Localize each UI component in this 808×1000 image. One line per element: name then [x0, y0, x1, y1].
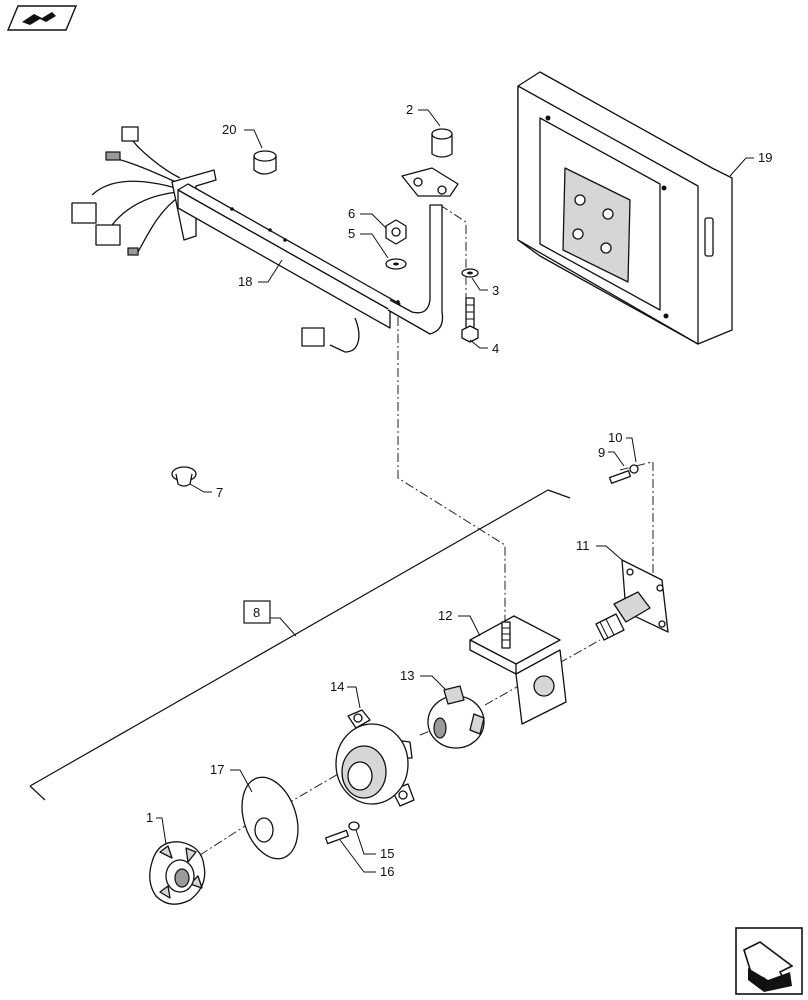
flange-bearing	[335, 709, 415, 807]
spacer	[431, 128, 453, 158]
group-8-bracket	[29, 489, 571, 801]
callout-1[interactable]: 1	[146, 810, 153, 825]
hex-bolt	[461, 297, 479, 343]
callout-20[interactable]: 20	[222, 122, 236, 137]
washer-upper	[385, 258, 407, 270]
callout-18[interactable]: 18	[238, 274, 252, 289]
callout-19[interactable]: 19	[758, 150, 772, 165]
callout-11[interactable]: 11	[576, 538, 590, 553]
callout-5[interactable]: 5	[348, 226, 355, 241]
cover-disc	[241, 776, 299, 860]
callout-7[interactable]: 7	[216, 485, 223, 500]
callout-3[interactable]: 3	[492, 283, 499, 298]
wiring-harness	[71, 126, 360, 353]
display-monitor	[517, 71, 733, 345]
cap	[253, 150, 277, 175]
l-bracket	[469, 615, 567, 725]
mounting-arm	[171, 167, 459, 335]
assembly-centerlines	[199, 204, 654, 856]
callout-4[interactable]: 4	[492, 341, 499, 356]
callout-13[interactable]: 13	[400, 668, 414, 683]
callout-9[interactable]: 9	[598, 445, 605, 460]
callout-17[interactable]: 17	[210, 762, 224, 777]
callout-12[interactable]: 12	[438, 608, 452, 623]
callout-10[interactable]: 10	[608, 430, 622, 445]
callout-15[interactable]: 15	[380, 846, 394, 861]
callout-6[interactable]: 6	[348, 206, 355, 221]
grommet	[171, 466, 197, 487]
callout-8-box	[243, 600, 271, 624]
washer-lower	[461, 268, 479, 278]
next-page-arrow-icon[interactable]	[735, 927, 803, 995]
leader-lines	[156, 109, 754, 873]
mounting-plate	[595, 559, 669, 641]
callout-2[interactable]: 2	[406, 102, 413, 117]
callout-labels: 20 2 6 5 3 4 18 19 7 9 10 11 12 13 14 17…	[146, 102, 772, 879]
adjustment-knob	[149, 841, 206, 905]
callout-8[interactable]: 8	[253, 605, 260, 620]
knob-housing	[427, 685, 485, 749]
previous-page-arrow-icon[interactable]	[6, 5, 78, 31]
callout-14[interactable]: 14	[330, 679, 344, 694]
small-screw	[608, 464, 639, 484]
nut	[385, 219, 407, 245]
bearing-screw	[324, 821, 360, 845]
callout-16[interactable]: 16	[380, 864, 394, 879]
